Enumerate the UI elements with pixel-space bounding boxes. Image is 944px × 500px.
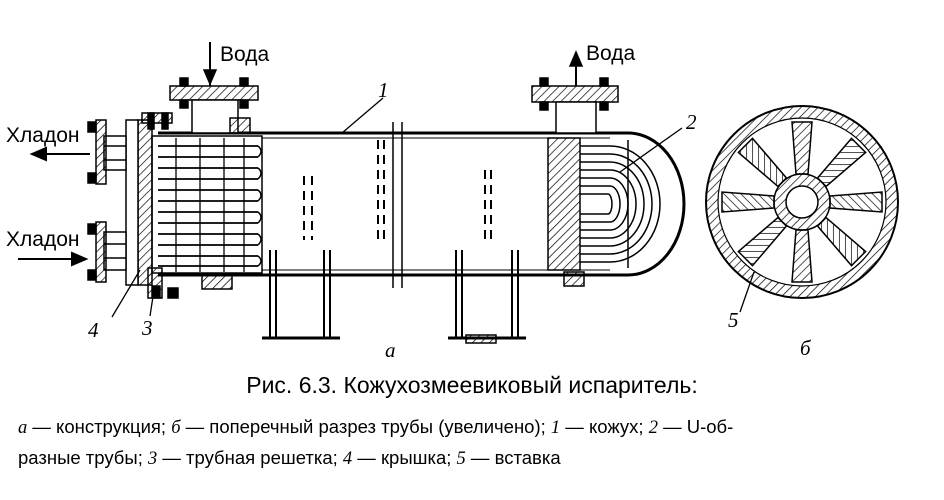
- leader-lines: [111, 97, 755, 318]
- freon-out-arrow: [29, 146, 90, 162]
- legend-text: — конструкция;: [27, 416, 172, 437]
- u-tube-bundle: [547, 131, 686, 287]
- drain-bosses: [201, 274, 497, 344]
- callout-3: 3: [142, 316, 153, 340]
- tube-plate-and-cover: [125, 112, 179, 299]
- tube-cross-section: [705, 105, 899, 299]
- left-tube-bundle: [151, 135, 263, 274]
- legend-text: — поперечный разрез трубы (увеличено);: [180, 416, 551, 437]
- support-legs: [262, 250, 526, 340]
- legend-key: б: [171, 418, 181, 438]
- legend-text: — вставка: [465, 447, 561, 468]
- water-outlet-nozzle: [531, 50, 619, 134]
- legend-line-2: разные трубы; 3 — трубная решетка; 4 — к…: [18, 443, 918, 474]
- legend-key: а: [18, 418, 28, 438]
- callout-4: 4: [88, 318, 99, 342]
- legend-key: 2: [648, 418, 658, 438]
- internal-baffles: [303, 140, 492, 245]
- callout-1: 1: [378, 78, 389, 102]
- callout-5: 5: [728, 308, 739, 332]
- figure-legend: а — конструкция; б — поперечный разрез т…: [18, 412, 918, 474]
- legend-text: — U-об-: [657, 416, 734, 437]
- freon-out-label: Хладон: [6, 124, 80, 147]
- legend-key: 1: [550, 418, 561, 438]
- callout-2: 2: [686, 110, 697, 134]
- legend-text: — трубная решетка;: [157, 447, 343, 468]
- freon-in-arrow: [18, 251, 89, 267]
- freon-in-label: Хладон: [6, 228, 80, 251]
- water-inlet-nozzle: [169, 42, 259, 134]
- legend-key: 5: [456, 449, 466, 469]
- legend-text: — кожух;: [560, 416, 649, 437]
- water-out-label: Вода: [586, 42, 636, 65]
- freon-inlet-nozzle: [87, 221, 127, 283]
- legend-text: — крышка;: [352, 447, 457, 468]
- legend-key: 3: [147, 449, 158, 469]
- legend-key: 4: [342, 449, 353, 469]
- figure-caption: Рис. 6.3. Кожухозмеевиковый испаритель:: [246, 372, 698, 398]
- legend-line-1: а — конструкция; б — поперечный разрез т…: [18, 412, 918, 443]
- view-a-label: а: [385, 338, 396, 362]
- water-in-label: Вода: [220, 43, 270, 66]
- view-b-label: б: [800, 336, 811, 360]
- freon-outlet-nozzle: [87, 119, 127, 185]
- legend-text: разные трубы;: [18, 447, 148, 468]
